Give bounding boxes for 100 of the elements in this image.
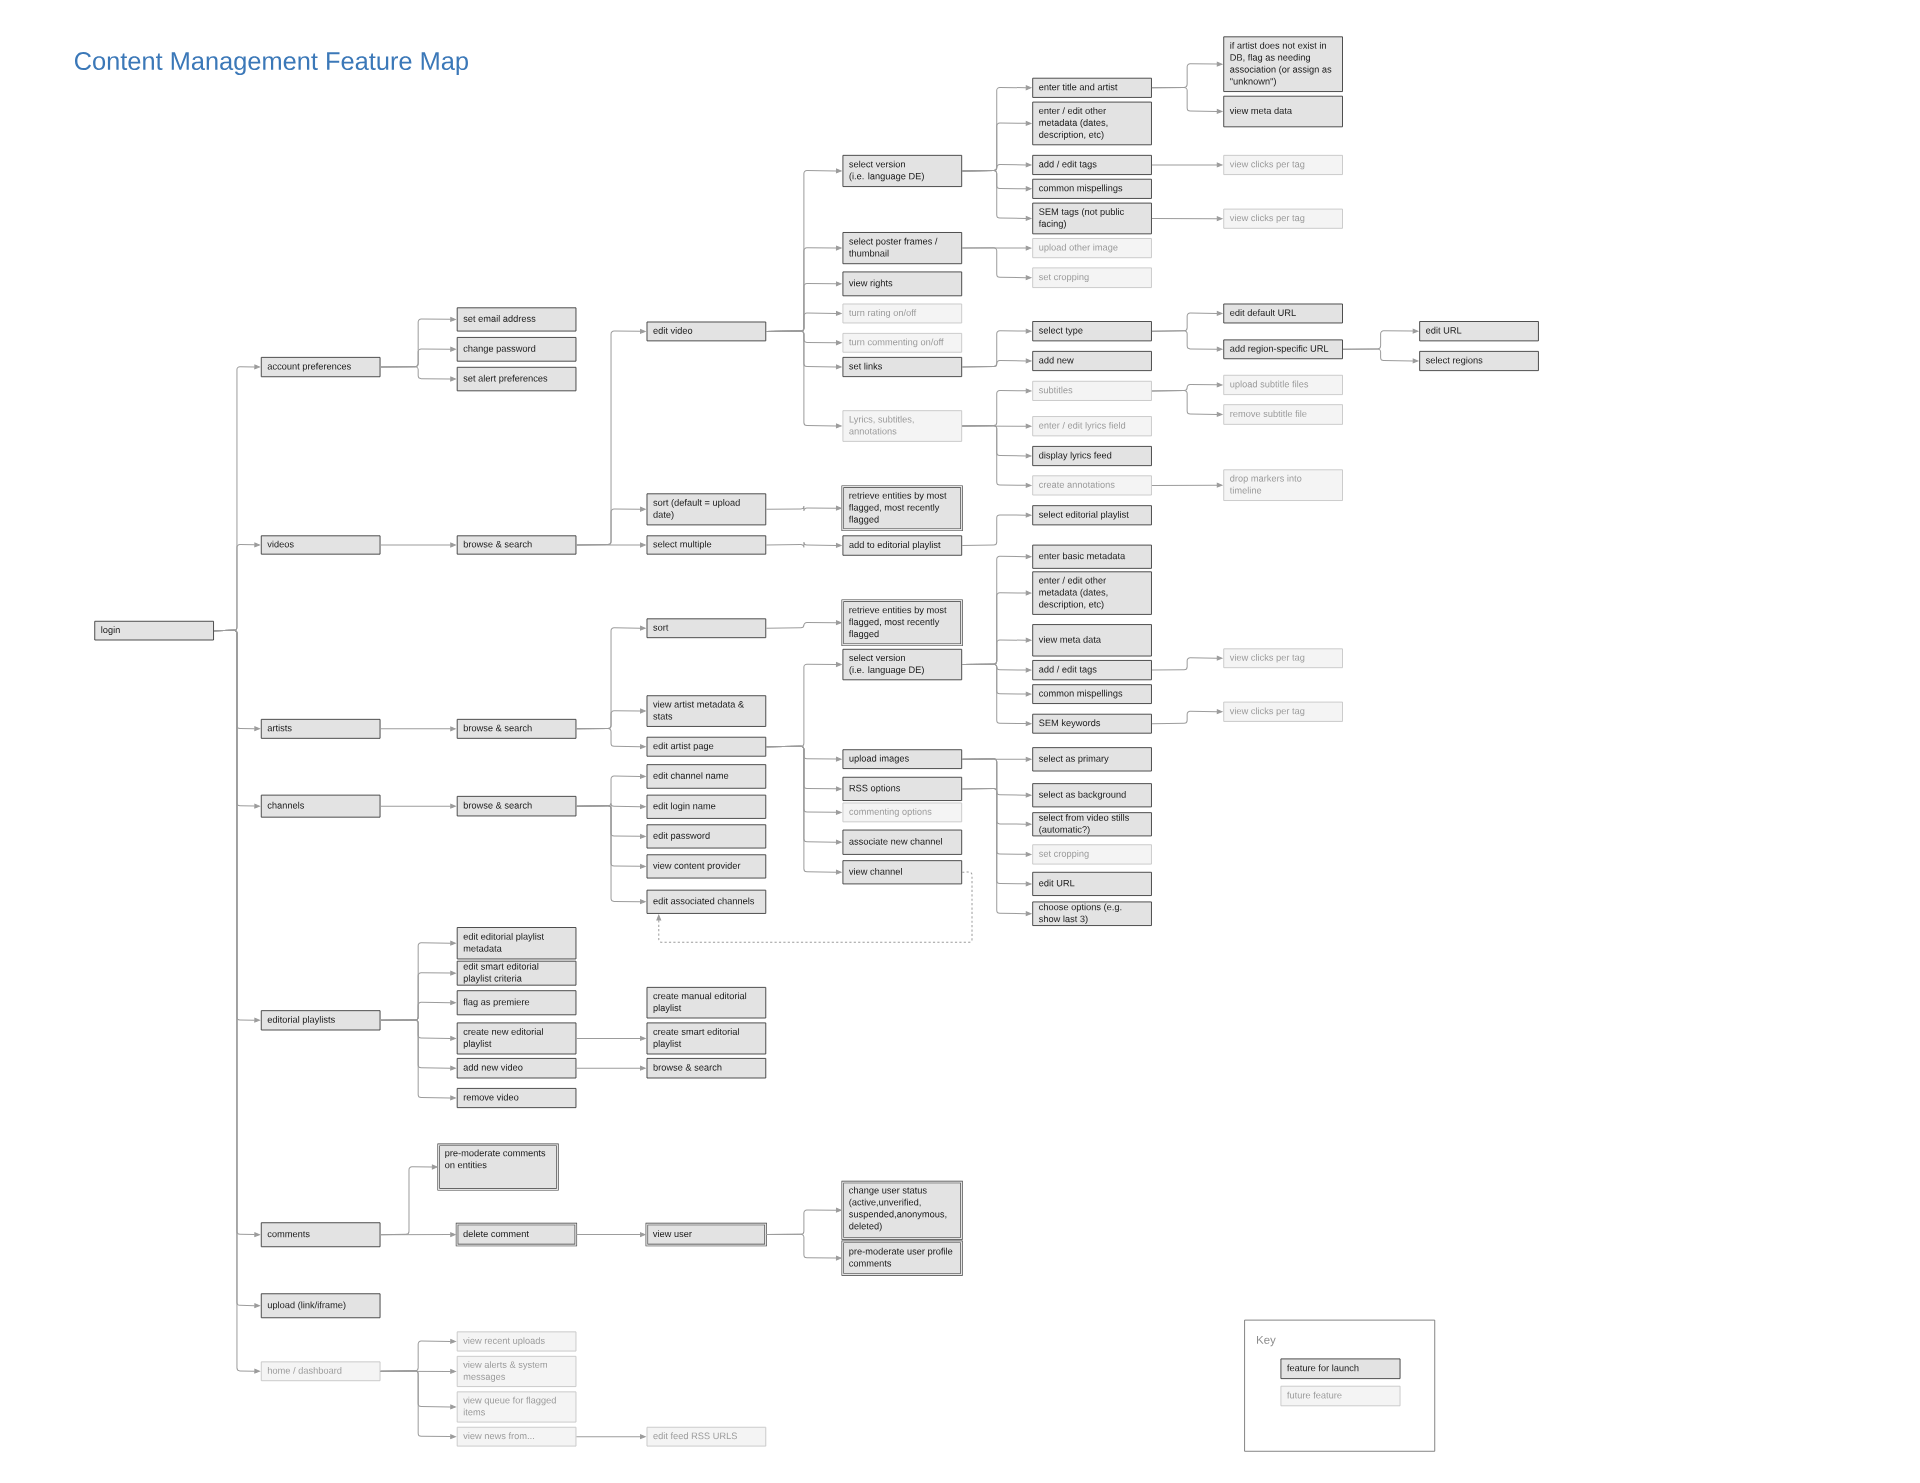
arrow: [765, 620, 842, 629]
arrow: [380, 1232, 456, 1237]
feature-box: enter / edit other metadata (dates, description, etc): [1032, 101, 1152, 146]
feature-box: enter / edit other metadata (dates, description, etc): [1032, 571, 1152, 615]
title: Content Management Feature Map: [74, 52, 468, 76]
feature-box: SEM keywords: [1032, 713, 1152, 734]
feature-box: set email address: [456, 307, 577, 332]
feature-box: videos: [260, 535, 381, 555]
feature-box: edit artist page: [646, 736, 767, 757]
legend-title: Key: [1257, 1335, 1276, 1347]
feature-box: select regions: [1419, 350, 1539, 372]
feature-box: enter title and artist: [1032, 77, 1152, 98]
future-feature-box: set cropping: [1032, 267, 1152, 289]
arrow: [380, 803, 456, 809]
future-feature-box: drop markers into timeline: [1223, 469, 1343, 501]
arrow: [575, 1434, 646, 1440]
future-feature-box: Lyrics, subtitles, annotations: [842, 410, 963, 442]
feature-box: view content provider: [646, 854, 767, 879]
feature-box: browse & search: [456, 535, 577, 555]
feature-box: select type: [1032, 321, 1152, 342]
arrow: [961, 512, 1032, 547]
feature-box: edit URL: [1419, 321, 1539, 342]
feature-box: create smart editorial playlist: [646, 1022, 767, 1055]
double-border-box: pre-moderate comments on entities: [437, 1143, 559, 1191]
arrow: [380, 1370, 456, 1439]
arrow: [1151, 482, 1223, 488]
feature-box: view meta data: [1032, 624, 1152, 657]
feature-box: choose options (e.g. show last 3): [1032, 901, 1152, 926]
arrow: [961, 425, 1032, 488]
future-feature-box: home / dashboard: [260, 1361, 381, 1382]
feature-box: select poster frames / thumbnail: [842, 232, 963, 265]
feature-box: view artist metadata & stats: [646, 695, 767, 727]
future-feature-box: turn rating on/off: [842, 303, 963, 324]
arrow: [961, 663, 1032, 726]
dashed-arrow: [656, 871, 973, 943]
feature-box: comments: [260, 1222, 381, 1248]
arrow: [1151, 330, 1223, 352]
feature-box: add to editorial playlist: [842, 535, 963, 556]
feature-box: edit channel name: [646, 764, 767, 789]
double-border-box: pre-moderate user profile comments: [841, 1240, 963, 1276]
arrow: [1151, 709, 1223, 725]
feature-box: edit video: [646, 321, 767, 342]
feature-box: add / edit tags: [1032, 660, 1152, 681]
feature-box: channels: [260, 794, 381, 818]
arrow: [380, 1164, 438, 1236]
future-feature-box: view queue for flagged items: [456, 1391, 577, 1423]
future-feature-box: turn commenting on/off: [842, 332, 963, 353]
arrow: [575, 1232, 646, 1237]
feature-box: associate new channel: [842, 829, 963, 855]
feature-box: sort (default = upload date): [646, 493, 767, 526]
feature-box: login: [94, 620, 214, 641]
arrow: [765, 1233, 842, 1261]
arrow: [575, 1065, 646, 1071]
feature-box: common mispellings: [1032, 684, 1152, 704]
future-feature-box: upload subtitle files: [1223, 374, 1343, 396]
arrow: [575, 805, 646, 905]
feature-box: set alert preferences: [456, 366, 577, 392]
arrow: [961, 358, 1032, 368]
future-feature-box: commenting options: [842, 802, 963, 823]
future-feature-box: view recent uploads: [456, 1331, 577, 1352]
future-feature-box: enter / edit lyrics field: [1032, 416, 1152, 437]
arrow: [961, 170, 1032, 221]
feature-box: view rights: [842, 271, 963, 297]
feature-box: select multiple: [646, 535, 767, 555]
feature-box: upload images: [842, 749, 963, 770]
feature-box: enter basic metadata: [1032, 544, 1152, 569]
future-feature-box: subtitles: [1032, 380, 1152, 401]
feature-box: select version (i.e. language DE): [842, 648, 963, 681]
arrow: [380, 726, 456, 732]
feature-box: edit associated channels: [646, 889, 767, 914]
feature-box: edit smart editorial playlist criteria: [456, 960, 577, 986]
arrow: [1151, 162, 1223, 168]
feature-box: create new editorial playlist: [456, 1022, 577, 1055]
arrow: [765, 330, 842, 429]
feature-box: add new video: [456, 1057, 577, 1079]
future-feature-box: upload other image: [1032, 238, 1152, 259]
feature-box: account preferences: [260, 356, 381, 378]
feature-box: RSS options: [842, 776, 963, 801]
future-feature-box: create annotations: [1032, 475, 1152, 496]
arrow: [575, 1036, 646, 1041]
feature-box: remove video: [456, 1087, 577, 1109]
feature-box: flag as premiere: [456, 990, 577, 1016]
feature-box: if artist does not exist in DB, flag as needing association (or assign as "unknown"): [1223, 36, 1343, 92]
feature-box: sort: [646, 618, 767, 639]
future-feature-box: edit feed RSS URLS: [646, 1426, 767, 1447]
arrow: [961, 788, 1032, 917]
feature-box: edit default URL: [1223, 303, 1343, 324]
feature-box: view channel: [842, 860, 963, 885]
arrow: [1151, 655, 1223, 671]
feature-box: browse & search: [456, 795, 577, 817]
feature-box: browse & search: [456, 718, 577, 739]
feature-box: select from video stills (automatic?): [1032, 812, 1152, 837]
double-border-box: retrieve entities by most flagged, most recently flagged: [841, 599, 963, 646]
feature-box: add / edit tags: [1032, 154, 1152, 175]
future-feature-box: view clicks per tag: [1223, 154, 1343, 175]
feature-box: select as primary: [1032, 747, 1152, 772]
feature-box: display lyrics feed: [1032, 445, 1152, 467]
double-border-box: change user status (active,unverified,suspended,anonymous,deleted): [841, 1180, 963, 1240]
feature-box: view meta data: [1223, 95, 1343, 128]
future-feature-box: set cropping: [1032, 844, 1152, 865]
